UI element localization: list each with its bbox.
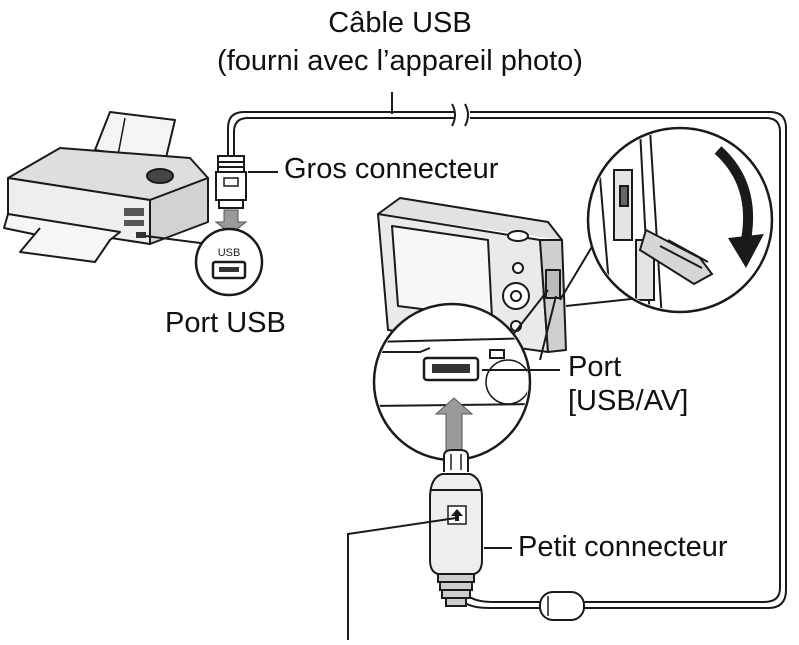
cable-label-line2: (fourni avec l’appareil photo) bbox=[217, 45, 583, 77]
small-connector-plug bbox=[429, 449, 483, 607]
usb-marking: USB bbox=[218, 247, 241, 259]
usb-port-label: Port USB bbox=[165, 307, 286, 339]
camera-port-callout-wedge bbox=[511, 289, 557, 361]
plug-direction-arrow-printer bbox=[214, 209, 248, 235]
usb-port-magnifier: USB bbox=[194, 227, 264, 297]
arrow-mark-callout-line bbox=[347, 517, 457, 640]
ferrite-core bbox=[539, 591, 585, 621]
printer bbox=[3, 111, 209, 263]
camera-port-label: Port [USB/AV] bbox=[568, 350, 688, 418]
large-connector-label: Gros connecteur bbox=[284, 153, 499, 185]
cable-label-line1: Câble USB bbox=[328, 7, 472, 39]
camera-port-label-line2: [USB/AV] bbox=[568, 385, 689, 417]
cable-label: Câble USB (fourni avec l’appareil photo) bbox=[120, 6, 680, 78]
port-cover-magnifier bbox=[586, 126, 774, 314]
camera-port-label-line1: Port bbox=[568, 351, 622, 383]
small-connector-label: Petit connecteur bbox=[518, 531, 728, 563]
large-connector-plug bbox=[215, 155, 247, 209]
printer-port-callout-line bbox=[145, 235, 209, 245]
rotate-arrow-icon bbox=[714, 146, 764, 268]
